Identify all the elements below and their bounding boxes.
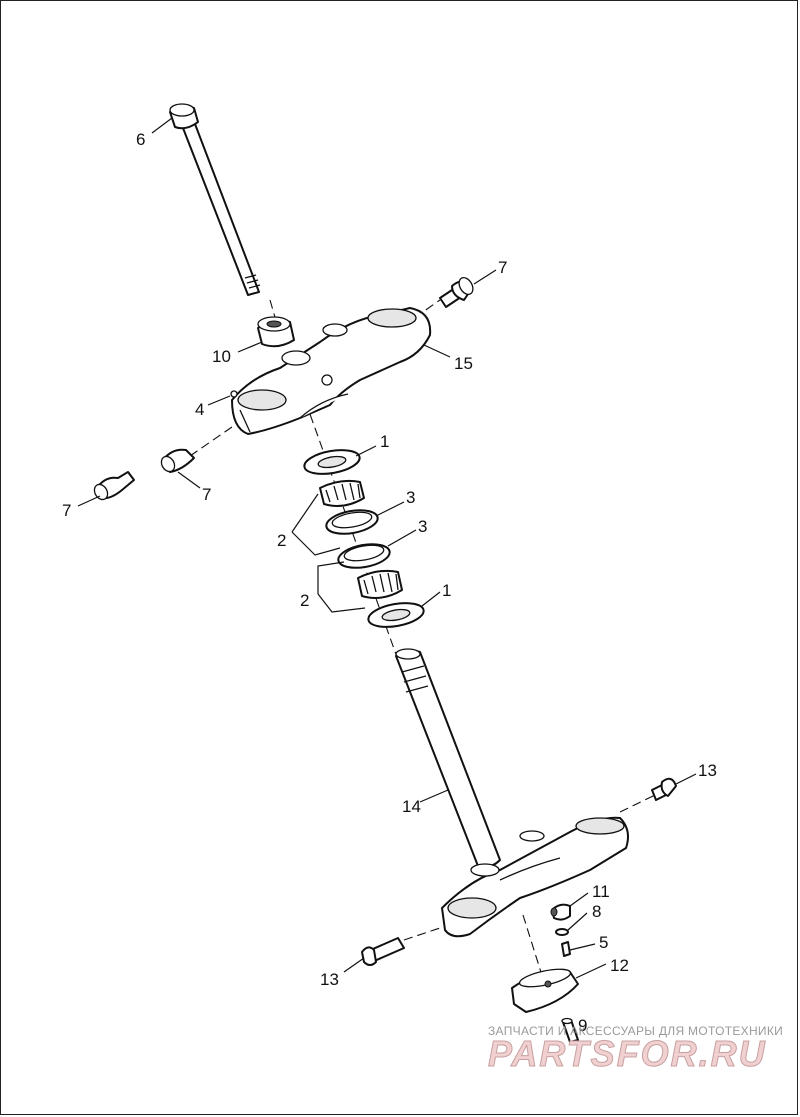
- washer-8: [555, 928, 569, 936]
- callout-14: 14: [402, 797, 421, 816]
- leader-10: [237, 341, 263, 353]
- leader-1a: [355, 445, 377, 457]
- leader-4: [207, 395, 231, 406]
- leader-13a: [675, 773, 697, 785]
- upper-fork-bracket: [231, 307, 432, 435]
- leader-11: [569, 892, 589, 907]
- bearing-lower: [357, 569, 403, 599]
- top-bushing: [257, 316, 295, 348]
- axis-bottom-right-bolt: [619, 794, 656, 813]
- dust-shield-upper: [303, 449, 361, 475]
- leader-7c: [77, 495, 101, 507]
- bolt-left-inner: [160, 448, 195, 473]
- axis-bolt-top: [269, 299, 284, 346]
- callout-3-upper: 3: [406, 488, 415, 507]
- bearing-race-upper: [325, 509, 379, 535]
- callout-7-upper: 7: [498, 258, 507, 277]
- bolt-upper-right: [439, 276, 474, 308]
- leader-13b: [343, 957, 365, 973]
- bearing-race-lower: [337, 543, 391, 569]
- callout-1-upper: 1: [380, 432, 389, 451]
- watermark-tagline: ЗАПЧАСТИ И АКСЕССУАРЫ ДЛЯ МОТОТЕХНИКИ: [488, 1024, 783, 1038]
- leader-8: [567, 912, 588, 931]
- callout-15: 15: [454, 354, 473, 373]
- dust-shield-lower: [367, 602, 425, 628]
- callout-10: 10: [212, 347, 231, 366]
- callout-13-lower: 13: [320, 970, 339, 989]
- callout-1-lower: 1: [442, 581, 451, 600]
- callout-12: 12: [610, 956, 629, 975]
- leader-1b: [421, 591, 441, 607]
- bracket-2-lower-top: [317, 561, 345, 594]
- callout-4: 4: [195, 400, 204, 419]
- steering-stem: [395, 648, 501, 869]
- bracket-2-upper-bottom: [291, 531, 341, 556]
- leader-14: [419, 789, 449, 803]
- bolt-lower-right: [651, 777, 677, 801]
- callout-5: 5: [599, 933, 608, 952]
- callout-8: 8: [592, 902, 601, 921]
- clip-11: [550, 903, 571, 921]
- leader-15: [423, 344, 451, 358]
- callout-13-upper: 13: [698, 761, 717, 780]
- bearing-upper: [319, 479, 365, 507]
- callout-3-lower: 3: [418, 517, 427, 536]
- leader-12: [575, 963, 607, 979]
- callout-7-middle: 7: [202, 485, 211, 504]
- fork-stop-12: [511, 968, 579, 1013]
- leader-3b: [387, 529, 417, 547]
- callout-2-lower: 2: [300, 591, 309, 610]
- leader-7a: [473, 269, 497, 285]
- bolt-left-outer: [93, 471, 135, 501]
- bracket-2-upper-top: [291, 493, 319, 533]
- callout-11: 11: [592, 882, 610, 901]
- screw-5: [561, 941, 571, 957]
- leader-5: [569, 943, 596, 951]
- leader-3a: [375, 501, 405, 517]
- bracket-2-lower-bottom: [317, 593, 366, 613]
- pinch-bolt-long: [169, 103, 261, 296]
- callout-2-upper: 2: [277, 531, 286, 550]
- callout-9: 9: [578, 1016, 587, 1035]
- screw-9: [561, 1017, 579, 1043]
- callout-6: 6: [136, 130, 145, 149]
- bolt-lower-left: [361, 937, 405, 966]
- leader-6: [151, 117, 173, 134]
- watermark-brand: PARTSFOR.RU: [488, 1033, 767, 1074]
- axis-left-bolts: [189, 417, 246, 457]
- detent-ball: [230, 390, 238, 398]
- lower-fork-bracket: [441, 816, 629, 938]
- callout-7-left: 7: [62, 501, 71, 520]
- leader-7b: [177, 471, 201, 489]
